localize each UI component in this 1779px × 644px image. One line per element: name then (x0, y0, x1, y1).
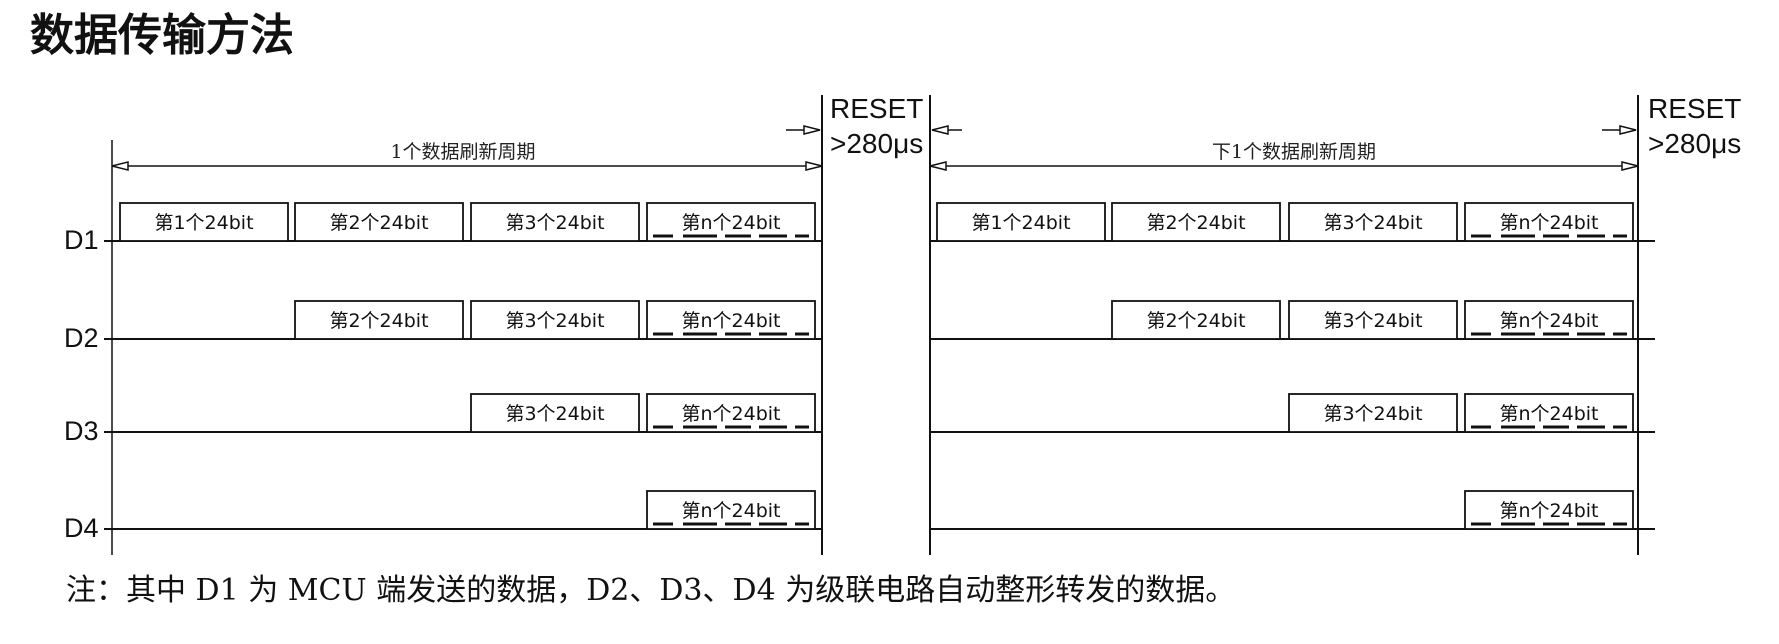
p1-d1-packet-4-label: 第n个24bit (681, 212, 780, 234)
p2-d4-packet-4-label: 第n个24bit (1499, 500, 1598, 522)
p2-d1-packet-1-label: 第1个24bit (971, 212, 1070, 234)
p1-d2-packet-4-label: 第n个24bit (681, 310, 780, 332)
p1-d2-packet-3-box (470, 300, 640, 340)
p2-d3-packet-4-label: 第n个24bit (1499, 403, 1598, 425)
page-title: 数据传输方法 (30, 10, 294, 61)
period-1-reset-label: RESET (830, 93, 923, 124)
p1-d4-packet-4-label: 第n个24bit (681, 500, 780, 522)
period-2-label: 下1个数据刷新周期 (1212, 141, 1376, 163)
period-1-span-arrow-left (111, 161, 129, 171)
p2-d3-packet-3-label: 第3个24bit (1323, 403, 1422, 425)
p1-d1-packet-1-label: 第1个24bit (154, 212, 253, 234)
p1-d1-packet-3-label: 第3个24bit (505, 212, 604, 234)
packet-layer: 第1个24bit 第2个24bit 第3个24bit 第n个24bit 第2个24bit… (119, 202, 1634, 530)
period-1-span-arrow-right (805, 161, 823, 171)
period-2-reset-time: >280μs (1648, 128, 1741, 159)
p1-d2-packet-3-label: 第3个24bit (505, 310, 604, 332)
period-1-reset-time: >280μs (830, 128, 923, 159)
p1-d3-packet-3-label: 第3个24bit (505, 403, 604, 425)
reset-1-arrow-head (803, 125, 821, 135)
p1-d1-packet-1-box (119, 202, 289, 242)
p1-d2-packet-2-label: 第2个24bit (329, 310, 428, 332)
p1-d1-packet-2-label: 第2个24bit (329, 212, 428, 234)
p1-d2-packet-2-box (294, 300, 464, 340)
p2-d2-packet-4-label: 第n个24bit (1499, 310, 1598, 332)
p2-d1-packet-3-box (1288, 202, 1458, 242)
signal-label-d1: D1 (64, 225, 99, 255)
p2-d1-packet-3-label: 第3个24bit (1323, 212, 1422, 234)
reset-1-return-head (931, 125, 949, 135)
p2-d2-packet-3-box (1288, 300, 1458, 340)
period-1-label: 1个数据刷新周期 (390, 141, 535, 163)
footnote: 注：其中 D1 为 MCU 端发送的数据，D2、D3、D4 为级联电路自动整形转… (66, 573, 1235, 608)
signal-label-d4: D4 (64, 513, 99, 543)
p2-d2-packet-2-label: 第2个24bit (1146, 310, 1245, 332)
p2-d1-packet-2-label: 第2个24bit (1146, 212, 1245, 234)
p1-d1-packet-3-box (470, 202, 640, 242)
period-2-span-arrow-left (929, 161, 947, 171)
p2-d2-packet-3-label: 第3个24bit (1323, 310, 1422, 332)
p1-d3-packet-4-label: 第n个24bit (681, 403, 780, 425)
p2-d1-packet-4-label: 第n个24bit (1499, 212, 1598, 234)
period-2-reset-label: RESET (1648, 93, 1741, 124)
period-2-span-arrow-right (1621, 161, 1639, 171)
p1-d3-packet-3-box (470, 393, 640, 433)
p2-d1-packet-2-box (1111, 202, 1281, 242)
p2-d2-packet-2-box (1111, 300, 1281, 340)
reset-2-arrow-head (1619, 125, 1637, 135)
p2-d1-packet-1-box (936, 202, 1106, 242)
p2-d3-packet-3-box (1288, 393, 1458, 433)
p1-d1-packet-2-box (294, 202, 464, 242)
signal-label-d2: D2 (64, 323, 99, 353)
signal-label-d3: D3 (64, 416, 99, 446)
